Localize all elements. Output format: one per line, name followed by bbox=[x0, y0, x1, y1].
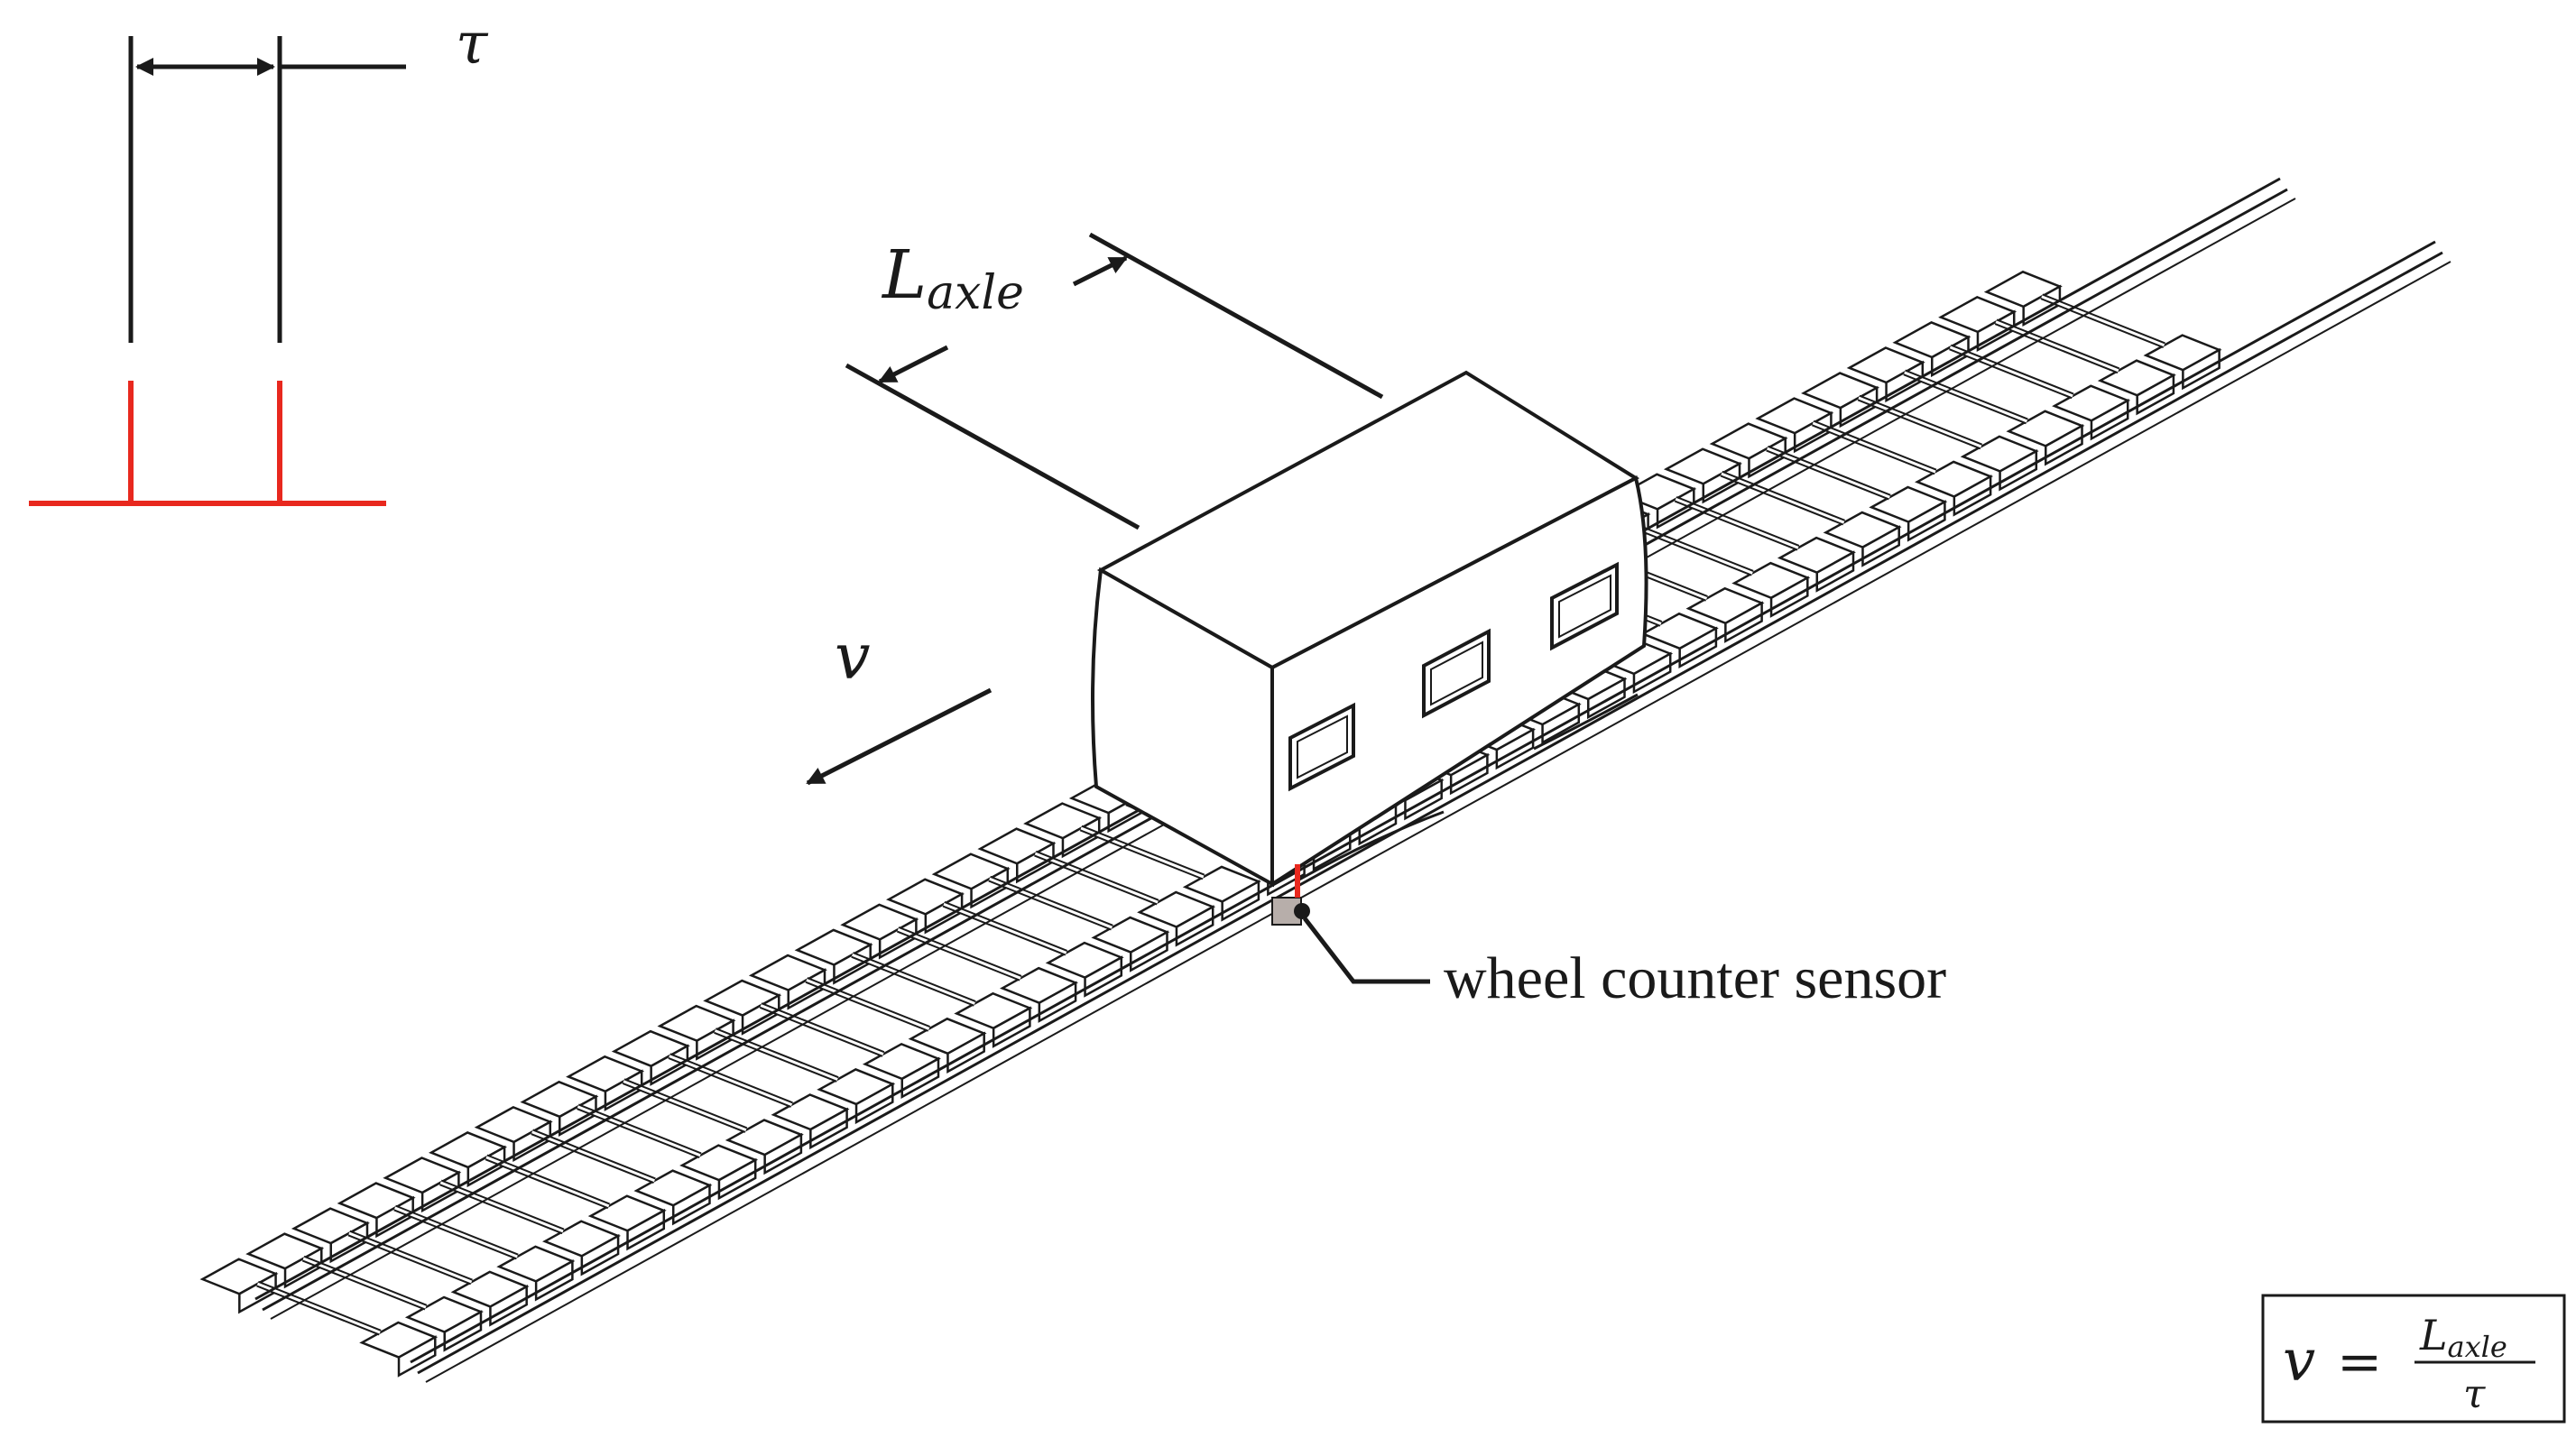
sleeper-tie-bar-highlight bbox=[669, 1055, 793, 1106]
car-window-3-inner bbox=[1558, 574, 1611, 639]
sleeper-tie-bar-highlight bbox=[1812, 421, 1936, 474]
sleeper-tie-bar-highlight bbox=[1675, 497, 1799, 549]
sleeper-tie-bar-highlight bbox=[531, 1130, 656, 1183]
sleeper-tie-bar-highlight bbox=[989, 877, 1113, 929]
sleeper-tie-bar-highlight bbox=[485, 1156, 610, 1208]
velocity-arrow bbox=[806, 687, 993, 786]
formula-equals: = bbox=[2337, 1331, 2382, 1394]
formula-numerator: Laxle bbox=[2419, 1311, 2507, 1364]
sleeper-tie-bar-highlight bbox=[1080, 826, 1205, 879]
velocity-label: v bbox=[835, 620, 871, 694]
axle-extension-line-rear bbox=[1088, 232, 1384, 400]
axle-arrow-lower bbox=[878, 345, 949, 384]
velocity-indicator: v bbox=[806, 620, 993, 786]
sensor-leader-line bbox=[1303, 917, 1430, 984]
sleeper-tie-bar-highlight bbox=[806, 979, 930, 1030]
pulse-train bbox=[29, 381, 386, 506]
sleeper-tie-bar-highlight bbox=[760, 1004, 884, 1055]
sleeper-tie-bar-highlight bbox=[623, 1080, 747, 1132]
car-window-2-inner bbox=[1430, 641, 1483, 706]
car-front bbox=[1091, 567, 1274, 888]
axle-extension-line-front bbox=[845, 363, 1140, 530]
right-rail-inner bbox=[417, 251, 2443, 1375]
sleeper-tie-bar-highlight bbox=[394, 1206, 518, 1258]
sleeper-tie-bar-highlight bbox=[943, 902, 1067, 954]
train-car bbox=[1091, 370, 1648, 888]
sleeper-tie-bar-highlight bbox=[439, 1181, 564, 1233]
sensor-dot bbox=[1294, 903, 1310, 919]
axle-length-dimension: Laxle bbox=[845, 232, 1384, 530]
sleeper-tie-bar-highlight bbox=[1995, 320, 2119, 373]
sleeper-tie-bar-highlight bbox=[348, 1231, 473, 1284]
formula-denominator: τ bbox=[2463, 1371, 2486, 1417]
wheel-counter-sensor: wheel counter sensor bbox=[1271, 864, 1946, 1011]
axle-length-label: Laxle bbox=[881, 236, 1024, 320]
formula-box bbox=[2261, 1294, 2566, 1424]
car-window-1 bbox=[1288, 702, 1355, 792]
sleeper-tie-bar-highlight bbox=[1034, 852, 1159, 904]
car-window-1-inner bbox=[1297, 714, 1348, 779]
sleeper-tie-bar-highlight bbox=[1767, 447, 1890, 499]
sleeper-tie-bar-highlight bbox=[1858, 396, 1982, 448]
sleeper-tie-bar-highlight bbox=[1721, 472, 1845, 524]
sleeper-tie-bar-highlight bbox=[852, 953, 975, 1005]
timing-diagram: τ bbox=[29, 11, 489, 506]
sensor-label: wheel counter sensor bbox=[1444, 945, 1946, 1011]
sleeper-tie-bar-highlight bbox=[302, 1257, 427, 1309]
right-rail-outer bbox=[410, 240, 2436, 1364]
right-rail-base bbox=[425, 261, 2451, 1383]
sleeper-tie-bar-highlight bbox=[256, 1282, 381, 1334]
sleeper-tie-bar-highlight bbox=[1904, 371, 2028, 423]
tau-label: τ bbox=[456, 11, 489, 78]
car-window-2 bbox=[1422, 628, 1491, 719]
car-undercarriage-rear bbox=[1533, 693, 1639, 751]
speed-formula: v = Laxle τ bbox=[2261, 1294, 2566, 1424]
sleeper-tie-bar-highlight bbox=[1949, 346, 2073, 398]
sleeper-tie-bar-highlight bbox=[577, 1105, 701, 1157]
sleeper-tie-bar-highlight bbox=[897, 927, 1021, 980]
sleeper-tie-bar-highlight bbox=[714, 1029, 838, 1081]
formula-lhs: v bbox=[2283, 1328, 2315, 1395]
car-undercarriage bbox=[1298, 810, 1445, 881]
sleeper-block-side bbox=[397, 1335, 437, 1378]
sleeper-tie-bar-highlight bbox=[1629, 522, 1753, 575]
sleeper-tie-bar-highlight bbox=[2041, 295, 2165, 347]
axle-arrow-upper bbox=[1072, 255, 1128, 287]
car-window-3 bbox=[1550, 561, 1619, 651]
